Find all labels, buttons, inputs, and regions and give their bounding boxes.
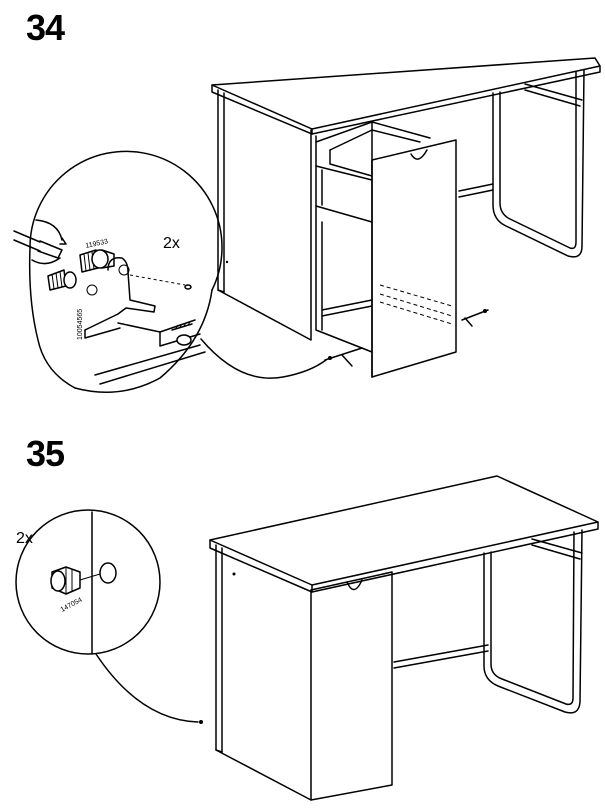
step-34-quantity: 2x xyxy=(163,235,180,252)
part-number-10054565: 10054565 xyxy=(77,309,84,340)
step-34-desk-illustration xyxy=(211,57,601,378)
part-number-147054: 147054 xyxy=(60,597,84,614)
step-number-35: 35 xyxy=(26,433,65,474)
step-number-34: 34 xyxy=(26,7,65,48)
step-35-desk-illustration xyxy=(209,475,599,801)
step-34-detail-callout xyxy=(13,150,327,393)
step-35-quantity: 2x xyxy=(16,530,33,547)
step-35-detail-callout xyxy=(15,509,203,724)
part-number-119533: 119533 xyxy=(85,238,109,250)
